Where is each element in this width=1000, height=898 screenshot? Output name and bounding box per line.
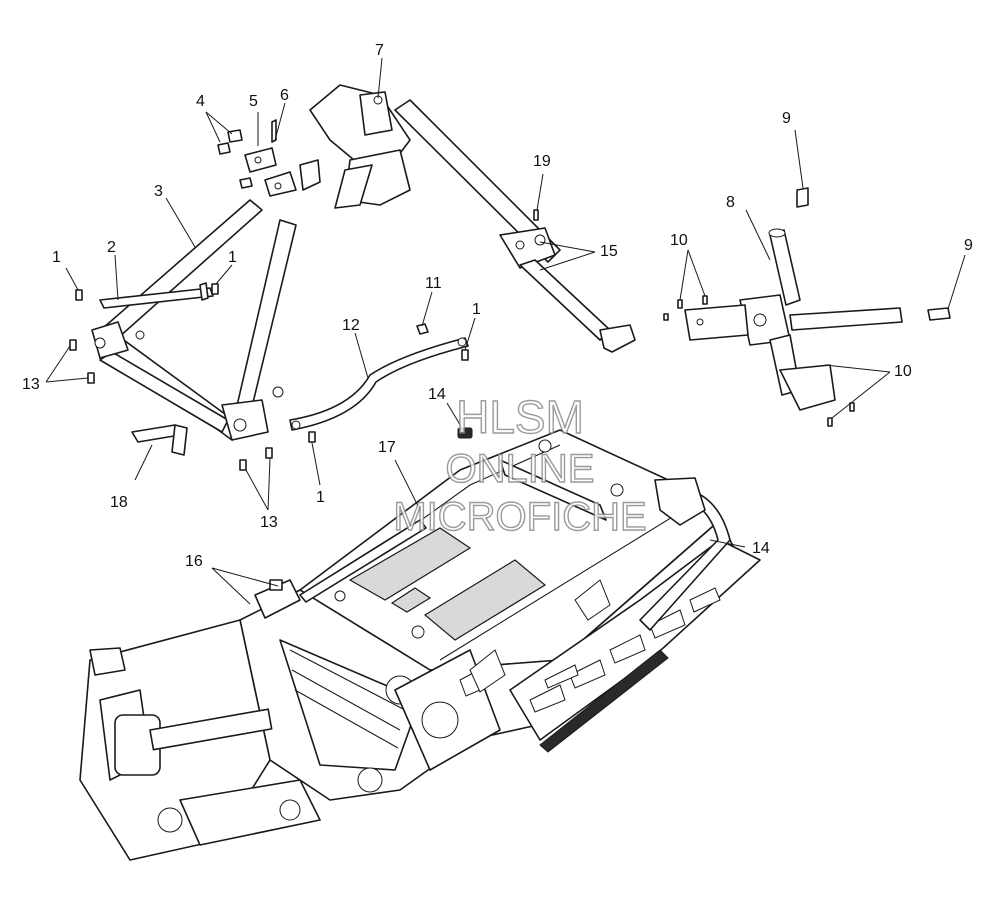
callout-13: 13: [22, 376, 40, 393]
part-14-bushing: [457, 427, 473, 439]
callout-15: 15: [600, 243, 618, 260]
callout-12: 12: [342, 317, 360, 334]
part-17-rail: [299, 459, 607, 603]
callout-6: 6: [280, 87, 289, 104]
part-18-bracket: [131, 424, 188, 456]
callout-7: 7: [375, 42, 384, 59]
callout-14: 14: [428, 386, 446, 403]
part-7-steering-post: [309, 84, 636, 353]
callout-4: 4: [196, 93, 205, 110]
callout-17: 17: [378, 439, 396, 456]
callout-14: 14: [752, 540, 770, 557]
callout-13: 13: [260, 514, 278, 531]
leader-lines: [45, 57, 966, 605]
callout-3: 3: [154, 183, 163, 200]
part-3-front-brace: [91, 199, 297, 441]
callout-18: 18: [110, 494, 128, 511]
chassis-frame: [79, 429, 761, 861]
callout-5: 5: [249, 93, 258, 110]
part-12-drag-link: [289, 337, 469, 431]
watermark-line-3: MICROFICHE: [393, 495, 646, 539]
callout-8: 8: [726, 194, 735, 211]
watermark: HLSM ONLINE MICROFICHE: [393, 390, 648, 539]
callout-1: 1: [472, 301, 481, 318]
callout-10: 10: [670, 232, 688, 249]
part-2-bracket: [99, 282, 214, 309]
callout-19: 19: [533, 153, 551, 170]
callout-10: 10: [894, 363, 912, 380]
watermark-line-2: ONLINE: [446, 447, 595, 491]
callout-1: 1: [316, 489, 325, 506]
callout-11: 11: [425, 275, 442, 292]
callouts: 1 1 1 1 2 3 4 5 6 7 8 9 9 10 10 11 12 13…: [22, 42, 973, 570]
callout-1: 1: [52, 249, 61, 266]
part-8-steering-arm: [684, 187, 951, 411]
callout-9: 9: [964, 237, 973, 254]
watermark-line-1: HLSM: [456, 391, 584, 443]
callout-9: 9: [782, 110, 791, 127]
callout-1: 1: [228, 249, 237, 266]
parts-4-5-6-hardware: [217, 119, 321, 197]
callout-2: 2: [107, 239, 116, 256]
callout-16: 16: [185, 553, 203, 570]
